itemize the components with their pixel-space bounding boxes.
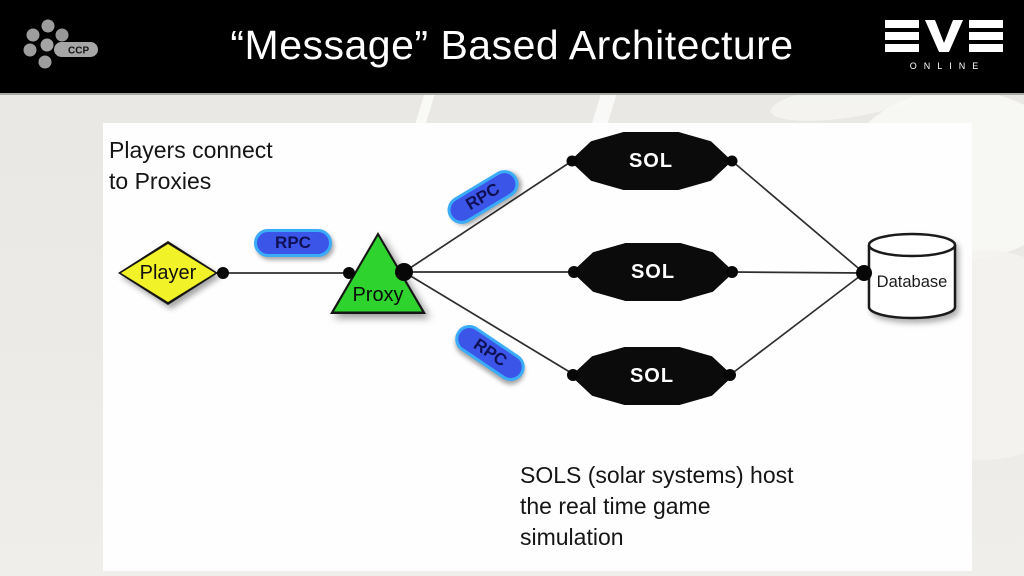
players-note-line: to Proxies — [109, 168, 212, 194]
player-node: Player — [118, 241, 218, 305]
database-node-label: Database — [877, 273, 948, 291]
rpc-label: RPC — [254, 229, 332, 257]
sol-node: SOL — [571, 347, 733, 405]
sols-note: SOLS (solar systems) host the real time … — [520, 460, 794, 553]
proxy-node-label: Proxy — [352, 284, 404, 306]
eve-logo-glyph — [885, 20, 1003, 52]
eve-online-logo: ONLINE — [884, 20, 1004, 71]
player-node-label: Player — [139, 261, 197, 284]
ccp-logo-text: CCP — [68, 46, 89, 57]
sols-note-line: simulation — [520, 524, 624, 550]
sol-node: SOL — [570, 132, 732, 190]
title-bar: CCP “Message” Based Architecture ONLINE — [0, 0, 1024, 95]
player-node-fill: Player — [121, 244, 215, 302]
page-title: “Message” Based Architecture — [230, 22, 794, 68]
database-node: Database — [867, 232, 957, 320]
players-note: Players connect to Proxies — [109, 135, 273, 197]
sols-note-line: SOLS (solar systems) host — [520, 462, 794, 488]
sols-note-line: the real time game — [520, 493, 711, 519]
diagram-panel: Players connect to Proxies Player RPC — [103, 123, 972, 571]
players-note-line: Players connect — [109, 137, 273, 163]
sol-node: SOL — [572, 243, 734, 301]
proxy-node: Proxy — [330, 232, 426, 314]
ccp-logo: CCP — [23, 19, 98, 69]
eve-online-text: ONLINE — [909, 61, 986, 71]
connector-lines — [216, 160, 865, 376]
